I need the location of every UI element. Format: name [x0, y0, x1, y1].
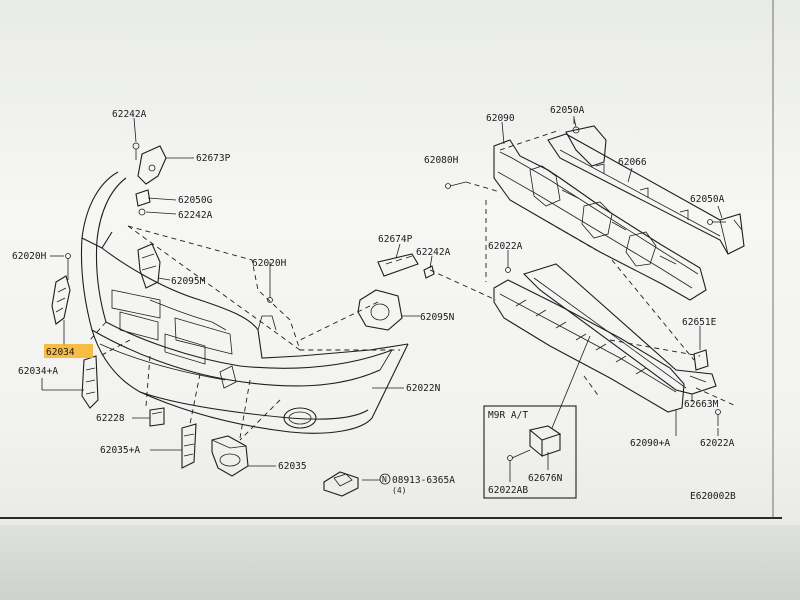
lower-reinforcement-62090a [493, 279, 685, 413]
label-62651e[interactable]: 62651E [682, 317, 717, 328]
bolt-62242a-top [132, 142, 140, 160]
bolt-62022a-right [715, 409, 721, 426]
label-62090a[interactable]: 62090+A [630, 438, 670, 449]
label-62228[interactable]: 62228 [96, 413, 125, 424]
label-62034[interactable]: 62034 [46, 347, 75, 358]
side-bracket-62034 [51, 253, 71, 325]
label-62242a-mid-left[interactable]: 62242A [178, 210, 213, 221]
bolt-62022a-mid [505, 256, 511, 273]
nut-symbol-letter: N [382, 475, 387, 484]
label-62674p[interactable]: 62674P [378, 234, 413, 245]
label-quantity-4: (4) [392, 486, 406, 495]
inset-box-m9r [483, 405, 577, 499]
leader-lines [41, 116, 723, 481]
nut-symbol-circle [379, 473, 391, 485]
nut-08913 [323, 471, 359, 497]
label-62095m[interactable]: 62095M [171, 276, 206, 287]
bolt-62050a-right [707, 219, 726, 225]
clip-62651e [693, 349, 709, 371]
diagram-code: E620002B [690, 491, 736, 502]
label-62050a-top[interactable]: 62050A [550, 105, 585, 116]
bumper-reinforcement-62090 [493, 139, 707, 301]
bracket-62674p [377, 253, 419, 277]
label-62663m[interactable]: 62663M [684, 399, 719, 410]
inset-title: M9R A/T [488, 410, 528, 421]
label-62050a-right[interactable]: 62050A [690, 194, 725, 205]
label-62020h-left[interactable]: 62020H [12, 251, 47, 262]
highlight-marker [44, 344, 93, 358]
guide-lines [89, 129, 737, 441]
bracket-62673p [137, 145, 167, 185]
label-62095n[interactable]: 62095N [420, 312, 455, 323]
label-62022a-mid[interactable]: 62022A [488, 241, 523, 252]
screen-bottom-shade [0, 525, 800, 600]
bracket-62095n [357, 289, 403, 331]
label-62022n[interactable]: 62022N [406, 383, 441, 394]
screw-62242a [138, 208, 146, 216]
label-62080h[interactable]: 62080H [424, 155, 459, 166]
label-62673p[interactable]: 62673P [196, 153, 231, 164]
label-08913[interactable]: 08913-6365A [392, 475, 455, 486]
label-62066[interactable]: 62066 [618, 157, 647, 168]
label-62050g[interactable]: 62050G [178, 195, 213, 206]
screw-62242a-mid [423, 265, 435, 279]
label-62035a[interactable]: 62035+A [100, 445, 140, 456]
label-62242a-right[interactable]: 62242A [416, 247, 451, 258]
front-bumper-fascia [80, 171, 409, 434]
label-62242a-top[interactable]: 62242A [112, 109, 147, 120]
label-62020h-center[interactable]: 62020H [252, 258, 287, 269]
label-62034a[interactable]: 62034+A [18, 366, 58, 377]
label-62676n[interactable]: 62676N [528, 473, 563, 484]
part-labels: 62242A 62673P 62050G 62242A 62020H 62095… [12, 105, 736, 502]
lower-absorber-62663m [522, 263, 717, 395]
bracket-62095m [137, 243, 161, 289]
bracket-62035a [181, 423, 197, 469]
clip-62050g [135, 189, 151, 207]
label-62090[interactable]: 62090 [486, 113, 515, 124]
energy-absorber-62066 [547, 125, 745, 255]
label-62022a-right[interactable]: 62022A [700, 438, 735, 449]
clip-62228 [149, 407, 165, 427]
screw-62020h-mid [267, 270, 273, 303]
diagram-frame-bottom-line [0, 517, 782, 519]
label-62022ab[interactable]: 62022AB [488, 485, 528, 496]
bracket-62035 [211, 435, 249, 477]
diagram-frame-right-line [772, 0, 774, 518]
screw-62080h [445, 181, 467, 189]
side-bracket-62034a [81, 355, 99, 409]
label-62035[interactable]: 62035 [278, 461, 307, 472]
